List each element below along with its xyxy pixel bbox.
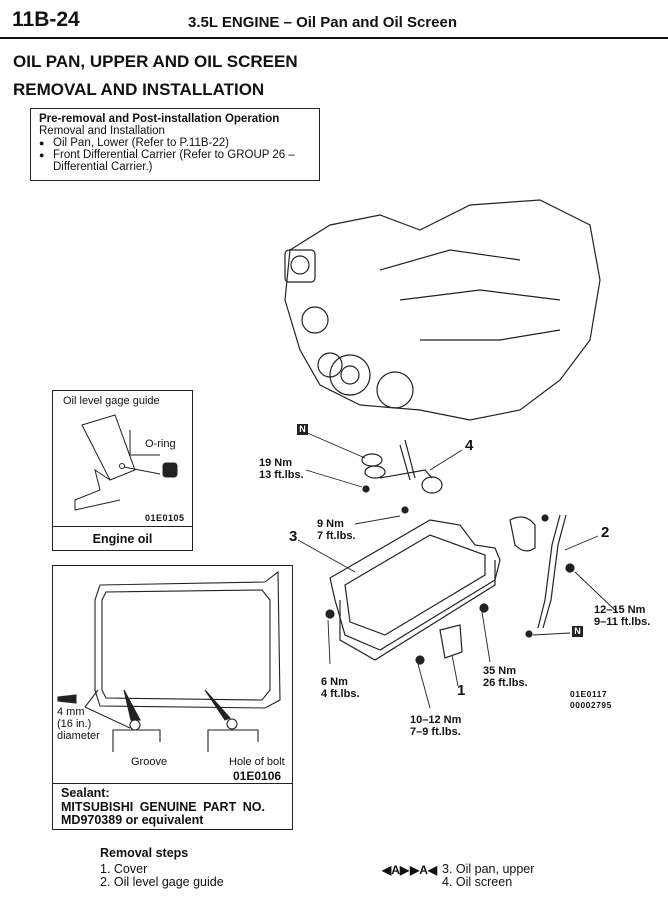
figure-code: 01E0105 <box>145 513 185 523</box>
sealant-part-number: MD970389 or equivalent <box>61 813 204 827</box>
torque-nm: 19 Nm <box>259 457 293 469</box>
callout-2: 2 <box>601 524 610 541</box>
torque-ft-lbs: 7 ft.lbs. <box>317 530 356 542</box>
page-number: 11B-24 <box>12 8 80 31</box>
service-mark-a-removal: ▶A◀ <box>410 863 438 877</box>
figure-code: 01E0106 <box>233 769 282 783</box>
torque-ft-lbs: 9–11 ft.lbs. <box>594 616 651 628</box>
oring-detail-inset: Oil level gage guide O-ring 01E0105 Engi… <box>52 390 193 551</box>
oil-screen-drawing <box>361 439 443 514</box>
divider <box>53 526 192 527</box>
pre-op-item: Front Differential Carrier (Refer to GRO… <box>39 149 311 173</box>
removal-step: 1. Cover <box>100 862 148 876</box>
removal-steps-title: Removal steps <box>100 846 189 860</box>
engine-block-drawing <box>284 199 601 421</box>
torque-ft-lbs: 13 ft.lbs. <box>259 469 304 481</box>
oil-pan-drawing <box>325 514 549 665</box>
page-title: 3.5L ENGINE – Oil Pan and Oil Screen <box>188 14 457 31</box>
figure-code-line: 01E0117 <box>570 689 608 699</box>
removal-step: 4. Oil screen <box>442 875 513 889</box>
label-oil-level-gage-guide: Oil level gage guide <box>63 395 160 407</box>
gage-guide-drawing <box>525 514 575 638</box>
torque-nm: 6 Nm <box>321 676 348 688</box>
pre-op-title: Pre-removal and Post-installation Operat… <box>39 113 280 125</box>
sealant-detail-inset: 4 mm (16 in.) diameter Groove Hole of bo… <box>52 565 293 830</box>
sealant-part-line: MITSUBISHI GENUINE PART NO. <box>61 799 265 814</box>
removal-step: 3. Oil pan, upper <box>442 862 535 876</box>
new-part-mark: N <box>297 424 308 435</box>
pre-operation-box: Pre-removal and Post-installation Operat… <box>30 108 320 181</box>
oring-detail-drawing <box>74 414 178 511</box>
pre-op-subtitle: Removal and Installation <box>39 125 165 137</box>
header-rule <box>0 37 668 39</box>
torque-nm: 12–15 Nm <box>594 604 646 616</box>
engine-oil-label: Engine oil <box>92 532 153 546</box>
sealant-title: Sealant: <box>61 786 110 800</box>
torque-nm: 10–12 Nm <box>410 714 462 726</box>
bead-size: 4 mm <box>57 706 85 718</box>
divider <box>53 783 292 784</box>
sealant-bead-drawing <box>57 570 281 752</box>
torque-ft-lbs: 26 ft.lbs. <box>483 677 528 689</box>
section-heading: OIL PAN, UPPER AND OIL SCREEN <box>13 52 298 71</box>
pre-op-item: Oil Pan, Lower (Refer to P.11B-22) <box>39 137 311 149</box>
leader-lines <box>297 431 618 709</box>
callout-4: 4 <box>465 437 474 454</box>
new-part-mark: N <box>572 626 583 637</box>
groove-label: Groove <box>131 756 168 768</box>
label-o-ring: O-ring <box>145 438 176 450</box>
torque-ft-lbs: 4 ft.lbs. <box>321 688 360 700</box>
sealant-spec: Sealant: MITSUBISHI GENUINE PART NO. MD9… <box>61 786 265 828</box>
removal-step: 2. Oil level gage guide <box>100 875 224 889</box>
bead-size-inches: (16 in.) <box>57 718 92 730</box>
figure-code-line: 00002795 <box>570 700 612 710</box>
callout-1: 1 <box>457 682 466 699</box>
callout-3: 3 <box>289 528 298 545</box>
torque-ft-lbs: 7–9 ft.lbs. <box>410 726 461 738</box>
torque-nm: 9 Nm <box>317 518 344 530</box>
torque-nm: 35 Nm <box>483 665 517 677</box>
section-subheading: REMOVAL AND INSTALLATION <box>13 80 265 99</box>
hole-of-bolt-label: Hole of bolt <box>229 756 285 768</box>
service-mark-a-install: ◀A▶ <box>382 863 410 877</box>
bead-diameter-label: diameter <box>57 730 100 742</box>
